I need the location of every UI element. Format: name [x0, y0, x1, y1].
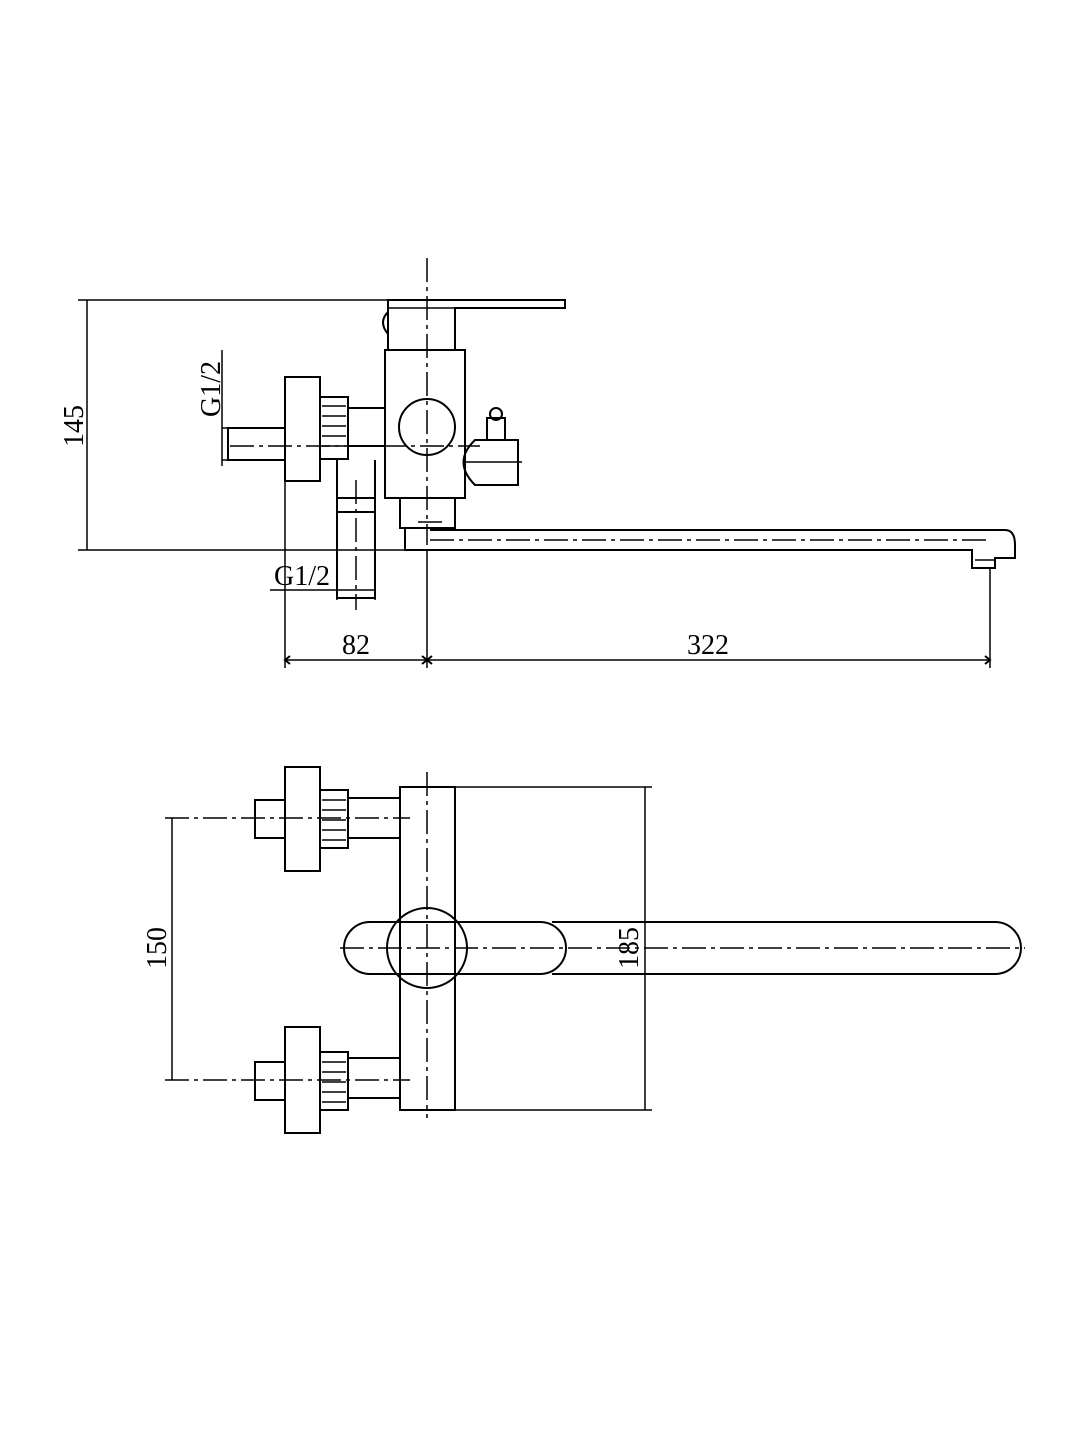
height-label: 145	[59, 405, 90, 447]
body-depth-label: 185	[614, 927, 645, 969]
offset-label: 82	[342, 630, 370, 661]
top-spout	[552, 921, 1022, 975]
inlet-assembly	[227, 376, 386, 482]
top-view: 150 185	[142, 766, 1025, 1134]
upper-inlet	[254, 766, 401, 872]
thread-top-dimension: G1/2	[196, 350, 228, 466]
inlet-spacing-label: 150	[142, 927, 173, 969]
thread-bottom-label: G1/2	[274, 561, 330, 592]
spout-reach-label: 322	[687, 630, 729, 661]
horizontal-dimensions: 82 322	[283, 481, 992, 668]
height-dimension: 145	[59, 299, 405, 551]
side-view: 145 G1/2 G1/2 82 322	[59, 258, 1016, 668]
mixer-body	[384, 349, 466, 499]
spout	[430, 529, 1016, 569]
thread-top-label: G1/2	[196, 361, 227, 417]
body-depth-dimension: 185	[455, 786, 652, 1111]
thread-bottom-dimension: G1/2	[270, 561, 376, 600]
lever-handle	[382, 299, 566, 351]
inlet-spacing-dimension: 150	[142, 818, 173, 1080]
